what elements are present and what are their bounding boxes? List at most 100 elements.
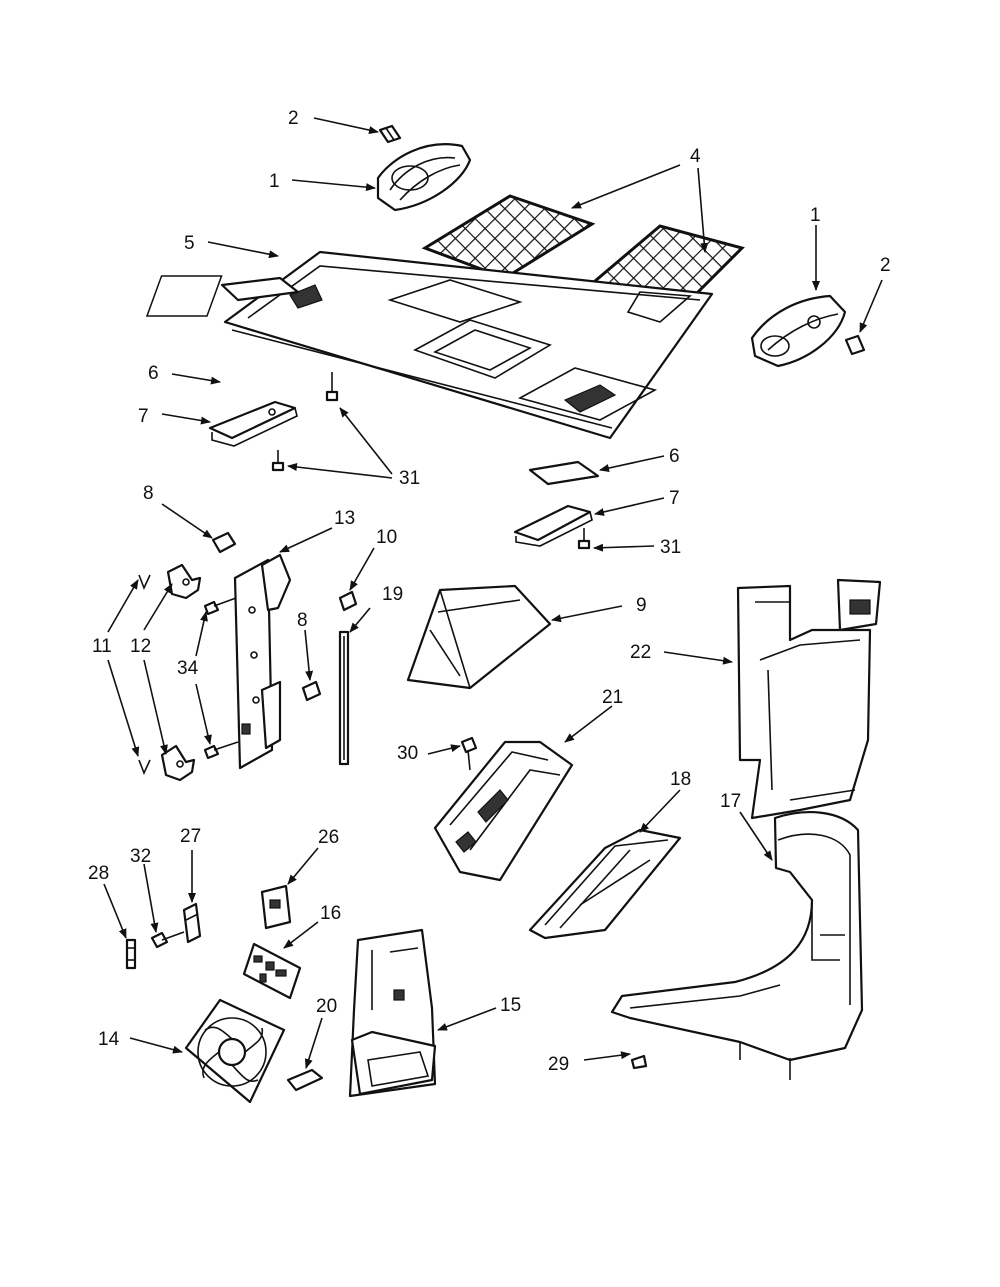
leader-11a [107, 579, 139, 633]
leader-31b [593, 543, 655, 552]
callout-28: 28 [88, 863, 109, 884]
leader-6a [171, 373, 221, 385]
part-22-vent-housing [736, 578, 882, 820]
leader-7b [594, 497, 665, 516]
callout-31-left: 31 [399, 468, 420, 489]
callout-30: 30 [397, 743, 418, 764]
leader-1a [291, 179, 376, 192]
leader-9 [551, 605, 623, 623]
callout-32: 32 [130, 846, 151, 867]
callout-13: 13 [334, 508, 355, 529]
leader-10 [349, 547, 375, 591]
leader-14 [129, 1037, 183, 1054]
callout-14: 14 [98, 1029, 120, 1050]
leader-15 [437, 1007, 497, 1031]
leader-4b [697, 167, 709, 253]
part-18-tray [528, 828, 682, 940]
callout-20: 20 [316, 996, 337, 1017]
leader-8b [304, 629, 314, 681]
leader-6b [599, 455, 665, 472]
part-1-lamp-housing-top [376, 143, 472, 212]
part-15-control-enclosure [348, 928, 437, 1098]
part-32-screw [150, 931, 185, 949]
part-28-fuse [125, 938, 137, 970]
part-6-cover-sheet-left [220, 276, 300, 302]
callout-2-top: 2 [288, 108, 299, 129]
leader-2b [859, 279, 883, 333]
part-2-bulb-right [844, 334, 866, 356]
callout-26: 26 [318, 827, 339, 848]
callout-21: 21 [602, 687, 623, 708]
leader-7a [161, 413, 211, 425]
leader-16 [283, 921, 319, 949]
part-21-control-bracket [433, 740, 574, 882]
part-9-air-duct [406, 584, 552, 690]
leader-5 [207, 241, 279, 259]
part-11-spring-upper [138, 574, 151, 591]
leader-lines [103, 117, 883, 1069]
callout-10: 10 [376, 527, 397, 548]
part-27-bracket [182, 902, 202, 944]
part-6-cover-sheet-right [528, 460, 600, 486]
part-31-screw-right [577, 528, 591, 550]
part-31-screw-upper [325, 372, 339, 402]
callout-31-right: 31 [660, 537, 681, 558]
callout-17: 17 [720, 791, 741, 812]
part-13-latch-bracket [233, 553, 292, 770]
part-34-screw-lower [203, 741, 239, 760]
leader-28 [103, 883, 127, 939]
leader-32 [143, 863, 159, 933]
leader-29 [583, 1051, 631, 1061]
callout-9: 9 [636, 595, 647, 616]
callout-7-left: 7 [138, 406, 149, 427]
callout-6-right: 6 [669, 446, 680, 467]
part-7-lamp-cover-left [208, 400, 298, 447]
leader-20 [304, 1017, 323, 1069]
leader-12a [143, 583, 173, 631]
part-7-lamp-cover-right [513, 504, 593, 547]
callout-1-top: 1 [269, 171, 280, 192]
callout-8-top: 8 [143, 483, 154, 504]
part-5-bottom-plate [145, 250, 714, 440]
callout-labels: 2 1 4 1 2 5 6 7 31 6 7 31 8 13 10 19 8 1… [88, 108, 891, 1075]
leader-17 [739, 811, 773, 861]
part-14-cooling-fan [184, 998, 286, 1104]
leader-22 [663, 651, 733, 665]
leader-2a [313, 117, 379, 134]
part-8-switch-lower [301, 680, 322, 702]
leader-4a [571, 164, 681, 209]
leader-34a [195, 611, 208, 657]
leader-34b [195, 683, 212, 745]
part-12-latch-lower [160, 744, 196, 782]
part-1-lamp-housing-right [750, 294, 847, 368]
callout-11: 11 [92, 636, 112, 657]
part-34-screw-upper [203, 597, 237, 616]
part-17-vent-duct [610, 811, 864, 1080]
part-2-bulb-top [378, 124, 402, 144]
callout-5: 5 [184, 233, 195, 254]
callout-29: 29 [548, 1054, 569, 1075]
callout-19: 19 [382, 584, 403, 605]
leader-31-2 [287, 463, 393, 479]
callout-1-right: 1 [810, 205, 821, 226]
part-30-screw [460, 736, 478, 771]
part-16-control-board [242, 942, 302, 1000]
callout-18: 18 [670, 769, 691, 790]
callout-4: 4 [690, 146, 701, 167]
callout-12: 12 [130, 636, 151, 657]
leader-31-1 [339, 407, 393, 475]
leader-21 [564, 705, 613, 743]
leader-26 [287, 847, 319, 885]
part-10-switch [338, 590, 358, 612]
leader-12b [143, 659, 168, 755]
part-19-rod [338, 630, 350, 766]
leader-8a [161, 503, 213, 539]
part-8-switch-top [211, 531, 237, 554]
callout-2-right: 2 [880, 255, 891, 276]
callout-22: 22 [630, 642, 651, 663]
part-31-screw-left [271, 450, 285, 472]
callout-7-right: 7 [669, 488, 680, 509]
part-29-screw [630, 1054, 648, 1070]
leader-13 [279, 527, 333, 553]
